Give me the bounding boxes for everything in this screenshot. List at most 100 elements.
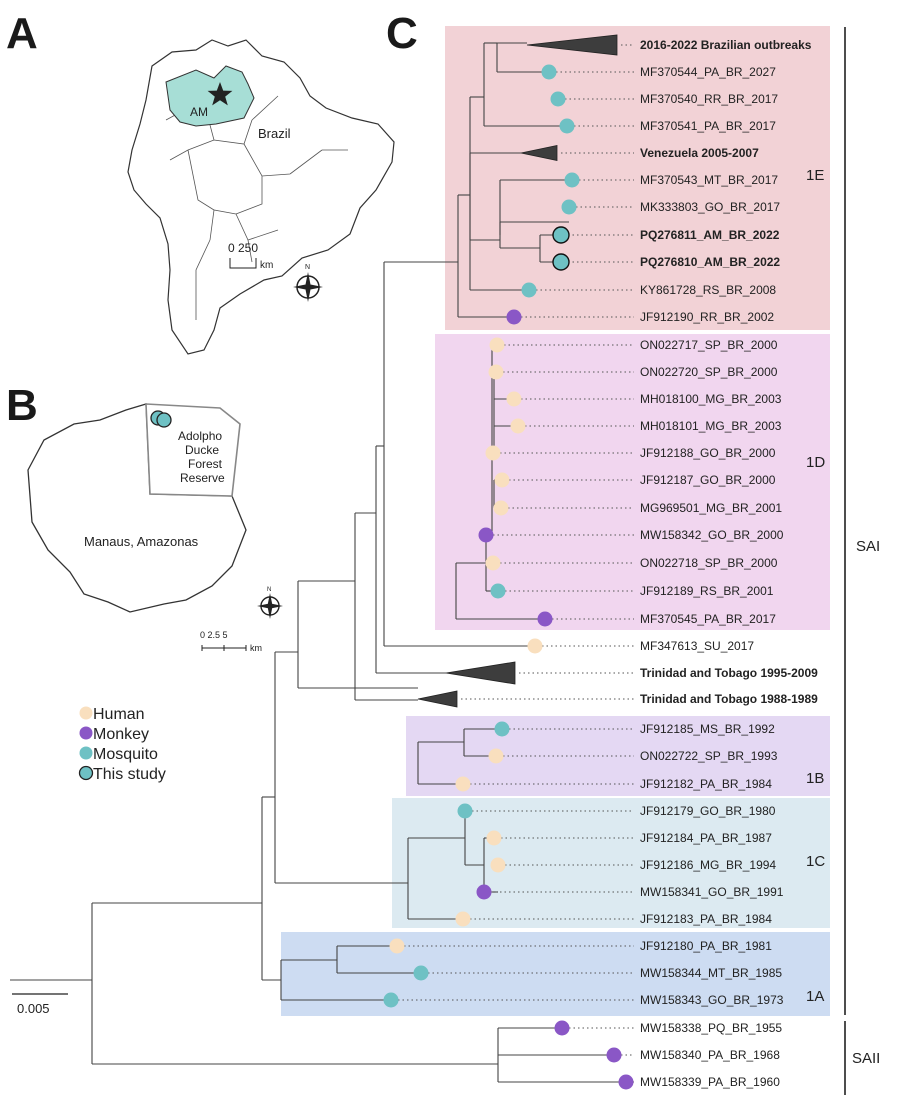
map-a-north-label: N	[305, 264, 310, 271]
map-manaus: Adolpho Ducke Forest Reserve Manaus, Ama…	[27, 403, 283, 653]
tip-label: JF912183_PA_BR_1984	[640, 912, 772, 926]
panel-label-a: A	[6, 9, 38, 58]
legend-swatch	[79, 726, 93, 740]
tip-host-marker-mosquito	[457, 803, 473, 819]
tip-host-marker-monkey	[606, 1047, 622, 1063]
tip-label: ON022722_SP_BR_1993	[640, 749, 778, 763]
map-a-state-label: AM	[190, 105, 208, 119]
tip-host-marker-human	[494, 472, 510, 488]
clade-label-1c: 1C	[806, 853, 825, 870]
tip-host-marker-mosquito	[564, 172, 580, 188]
tip-label: JF912190_RR_BR_2002	[640, 310, 774, 324]
tip-host-marker-this-study	[552, 226, 570, 244]
tip-label: JF912179_GO_BR_1980	[640, 804, 776, 818]
host-legend: Human Monkey Mosquito This study	[78, 706, 166, 783]
collapsed-clade-triangle	[445, 661, 516, 685]
tip-host-marker-mosquito	[490, 583, 506, 599]
amazonas-state	[165, 65, 255, 127]
clade-label-1a: 1A	[806, 988, 824, 1005]
tip-host-marker-this-study	[552, 253, 570, 271]
tip-host-marker-human	[506, 391, 522, 407]
tip-label: MW158343_GO_BR_1973	[640, 993, 784, 1007]
tip-label: JF912188_GO_BR_2000	[640, 446, 776, 460]
tip-host-marker-human	[493, 500, 509, 516]
tip-label: Trinidad and Tobago 1988-1989	[640, 692, 818, 706]
tip-label: PQ276810_AM_BR_2022	[640, 255, 780, 269]
tip-host-marker-mosquito	[559, 118, 575, 134]
tip-host-marker-monkey	[506, 309, 522, 325]
tip-host-marker-mosquito	[550, 91, 566, 107]
tip-label: MF370543_MT_BR_2017	[640, 173, 778, 187]
map-a-scale-values: 0 250	[228, 241, 258, 255]
tip-label: 2016-2022 Brazilian outbreaks	[640, 38, 812, 52]
tip-label: MF370540_RR_BR_2017	[640, 92, 778, 106]
legend-label: Mosquito	[93, 746, 158, 763]
tip-host-marker-human	[389, 938, 405, 954]
tip-label: MW158338_PQ_BR_1955	[640, 1021, 782, 1035]
adolpho-ducke-reserve	[145, 403, 241, 497]
collapsed-clade-triangle	[526, 34, 618, 56]
tip-label: MF370541_PA_BR_2017	[640, 119, 776, 133]
tip-host-marker-mosquito	[383, 992, 399, 1008]
tip-host-marker-monkey	[476, 884, 492, 900]
legend-swatch	[79, 706, 93, 720]
panel-label-c: C	[386, 9, 418, 58]
tip-label: MH018101_MG_BR_2003	[640, 419, 782, 433]
tip-host-marker-monkey	[478, 527, 494, 543]
lineage-brackets: SAI SAII	[844, 27, 880, 1095]
map-south-america: AM Brazil 0 250 km N	[127, 39, 395, 355]
tip-label: ON022717_SP_BR_2000	[640, 338, 778, 352]
manaus-star-icon	[207, 82, 233, 106]
tip-label: MW158344_MT_BR_1985	[640, 966, 782, 980]
map-b-scale-bar: 0 2.5 5 km	[200, 630, 262, 653]
tip-label: JF912185_MS_BR_1992	[640, 722, 775, 736]
tip-host-marker-mosquito	[521, 282, 537, 298]
panel-label-b: B	[6, 381, 38, 430]
tip-host-marker-mosquito	[541, 64, 557, 80]
tip-host-marker-human	[485, 555, 501, 571]
tip-label: MF370544_PA_BR_2027	[640, 65, 776, 79]
tip-host-marker-human	[489, 337, 505, 353]
tip-label: JF912180_PA_BR_1981	[640, 939, 772, 953]
tip-label: MW158342_GO_BR_2000	[640, 528, 784, 542]
clade-label-1e: 1E	[806, 167, 824, 184]
tip-label: MH018100_MG_BR_2003	[640, 392, 782, 406]
legend-label: Human	[93, 706, 145, 723]
tip-host-marker-human	[455, 776, 471, 792]
tip-label: PQ276811_AM_BR_2022	[640, 228, 780, 242]
map-b-scale-unit: km	[250, 643, 262, 653]
reserve-label-line: Ducke	[185, 443, 219, 457]
tip-host-marker-human	[490, 857, 506, 873]
tip-label: JF912187_GO_BR_2000	[640, 473, 776, 487]
tip-label: MW158339_PA_BR_1960	[640, 1075, 780, 1089]
map-b-north-label: N	[267, 587, 271, 593]
map-b-north-arrow-icon: N	[257, 587, 283, 619]
tip-host-marker-human	[488, 748, 504, 764]
tip-label: JF912189_RS_BR_2001	[640, 584, 774, 598]
tree-tips: 2016-2022 Brazilian outbreaksMF370544_PA…	[383, 34, 818, 1090]
tip-label: ON022720_SP_BR_2000	[640, 365, 778, 379]
tip-label: MF370545_PA_BR_2017	[640, 612, 776, 626]
tip-host-marker-human	[527, 638, 543, 654]
tree-scale-bar: 0.005	[12, 993, 68, 1016]
tip-label: MK333803_GO_BR_2017	[640, 200, 780, 214]
map-a-country-label: Brazil	[258, 126, 291, 141]
tip-host-marker-monkey	[618, 1074, 634, 1090]
lineage-label-saii: SAII	[852, 1050, 880, 1067]
tip-host-marker-human	[486, 830, 502, 846]
legend-label: This study	[93, 766, 166, 783]
tip-host-marker-monkey	[537, 611, 553, 627]
tip-label: JF912186_MG_BR_1994	[640, 858, 776, 872]
map-b-scale-values: 0 2.5 5	[200, 630, 228, 640]
scale-bar-label: 0.005	[17, 1001, 50, 1016]
sample-site-marker	[156, 412, 172, 428]
tip-host-marker-monkey	[554, 1020, 570, 1036]
tip-label: KY861728_RS_BR_2008	[640, 283, 776, 297]
tip-label: MF347613_SU_2017	[640, 639, 754, 653]
lineage-label-sai: SAI	[856, 538, 880, 555]
tip-host-marker-mosquito	[494, 721, 510, 737]
legend-label: Monkey	[93, 726, 149, 743]
tip-label: MG969501_MG_BR_2001	[640, 501, 782, 515]
